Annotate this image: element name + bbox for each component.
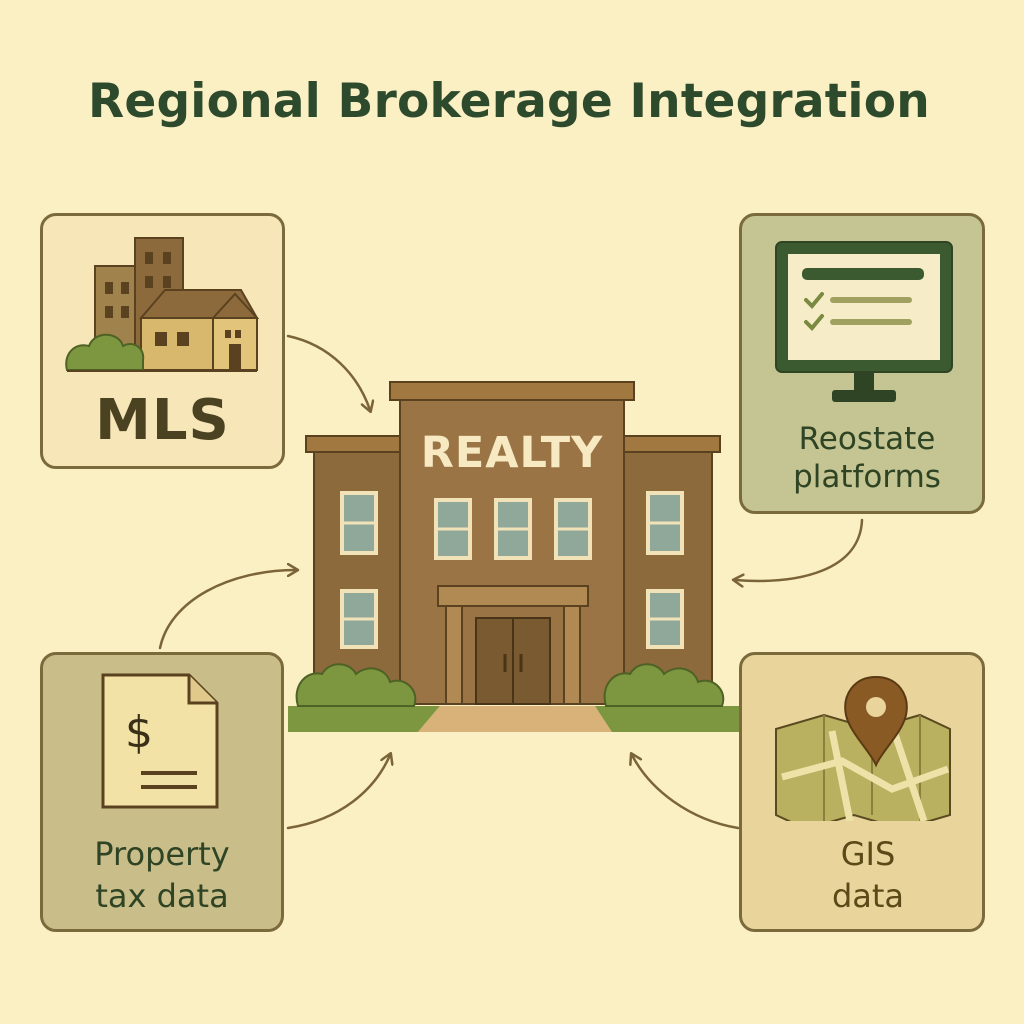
arrow-gis-to-realty xyxy=(632,755,740,830)
card-gis-label: GIS data xyxy=(754,833,982,917)
building-ground xyxy=(288,706,740,732)
dollar-document-icon: $ xyxy=(101,673,219,809)
realty-sign: REALTY xyxy=(420,428,604,478)
arrow-tax-to-realty-upper xyxy=(158,570,296,650)
card-mls: MLS xyxy=(40,213,285,469)
card-property-tax: $ Property tax data xyxy=(40,652,284,932)
arrow-tax-to-realty-lower xyxy=(286,755,390,830)
arrow-platforms-to-realty xyxy=(735,518,864,581)
buildings-icon xyxy=(65,237,260,372)
realty-building xyxy=(295,381,725,707)
card-gis: GIS data xyxy=(739,652,985,932)
card-platforms-line2: platforms xyxy=(793,459,941,495)
card-property-tax-line2: tax data xyxy=(95,877,229,915)
dollar-glyph: $ xyxy=(125,707,153,758)
card-mls-label: MLS xyxy=(95,388,230,453)
card-gis-line2: data xyxy=(831,877,905,915)
diagram-title: Regional Brokerage Integration xyxy=(88,74,930,129)
card-gis-line1: GIS xyxy=(840,835,896,873)
monitor-checklist-icon xyxy=(775,241,953,402)
card-property-tax-line1: Property xyxy=(94,835,230,873)
map-pin-icon xyxy=(775,675,951,821)
card-platforms-line1: Reostate xyxy=(798,421,936,457)
card-platforms-label: Reostate platforms xyxy=(752,420,982,496)
card-property-tax-label: Property tax data xyxy=(43,833,281,917)
arrow-mls-to-realty xyxy=(286,334,370,410)
card-platforms: Reostate platforms xyxy=(739,213,985,514)
